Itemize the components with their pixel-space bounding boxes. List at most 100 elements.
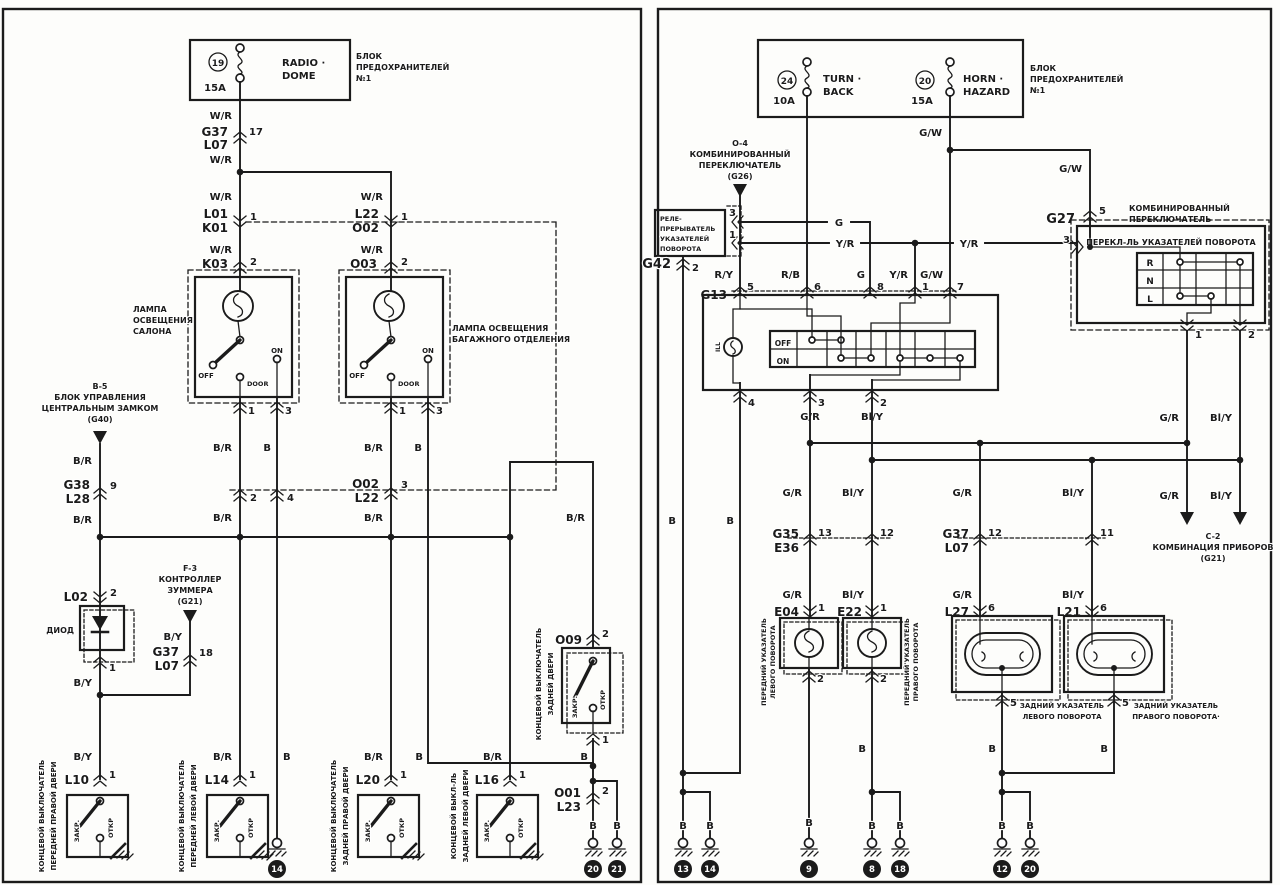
wire-label: B [415, 752, 423, 763]
switch-pos-door: DOOR [247, 380, 268, 388]
pin-number: 6 [1100, 603, 1107, 614]
component-label: КОНЦЕВОЙ ВЫКЛЮЧАТЕЛЬ [37, 760, 46, 873]
connector-label: L02 [64, 590, 88, 604]
connector-l22-o02-1: L22 O02 1 [351, 206, 409, 236]
component-label: ПЕРЕКЛЮЧАТЕЛЬ [699, 161, 781, 170]
component-label: КОНЦЕВОЙ ВЫКЛЮЧАТЕЛЬ [329, 760, 338, 873]
connector-label: O02 [352, 221, 379, 235]
feed-arrow-icon [93, 431, 107, 444]
wire-label: B/R [364, 443, 383, 454]
pin-number: 3 [401, 480, 408, 491]
wire-label: W/R [361, 245, 384, 256]
connector-label: G42 [642, 257, 671, 272]
switch-pos-on: ON [271, 347, 283, 355]
door-switch-l10: L10 1 ЗАКР. ОТКР КОНЦЕВОЙ ВЫКЛЮЧАТЕЛЬ ПЕ… [36, 759, 133, 873]
wire-label: Bl/Y [1210, 413, 1233, 424]
wire-label: B [896, 821, 904, 832]
connector-o02-l22-3: O02 L22 3 [351, 476, 409, 506]
component-label: (G40) [87, 415, 112, 424]
pin-number: 1 [109, 663, 116, 674]
door-switch-l20: L20 1 ЗАКР. ОТКР КОНЦЕВОЙ ВЫКЛЮЧАТЕЛЬ ЗА… [328, 759, 424, 873]
switch-pos-off: OFF [349, 372, 365, 380]
pin-number: 6 [988, 603, 995, 614]
connector-label: K01 [202, 221, 228, 235]
pin-number: 3 [818, 398, 825, 409]
switch-pos-open: ОТКР [517, 818, 525, 838]
connector-label: L22 [355, 207, 379, 221]
component-label: ПЕРЕДНИЙ УКАЗАТЕЛЬ [902, 618, 911, 706]
pin-number: 2 [401, 257, 408, 268]
rear-left-turn-indicator-l27: L27 6 5 ЗАДНИЙ УКАЗАТЕЛЬ ЛЕВОГО ПОВОРОТА… [944, 602, 1115, 878]
switch-pos-closed: ЗАКР. [364, 820, 372, 842]
pin-number: 4 [748, 398, 755, 409]
component-label: КОМБИНИРОВАННЫЙ [690, 148, 791, 159]
wire-label: B [1100, 744, 1108, 755]
front-right-turn-indicator-e22: E22 1 2 ПЕРЕДНИЙ УКАЗАТЕЛЬ ПРАВОГО ПОВОР… [836, 602, 921, 878]
wire-label: Y/R [959, 239, 979, 250]
switch-pos-open: ОТКР [398, 818, 406, 838]
instrument-cluster-outputs: G/R Bl/Y G/R Bl/Y C-2 КОМБИНАЦИЯ ПРИБОРО… [1151, 330, 1275, 564]
pin-number: 2 [880, 398, 887, 409]
wire-label: Bl/Y [1062, 590, 1085, 601]
pin-number: 2 [880, 674, 887, 685]
connector-label: G27 [1046, 212, 1075, 227]
indicator-lamp-icon [778, 616, 840, 670]
wire-label: B [868, 821, 876, 832]
hazard-switch-block: ILL OFF ON [701, 293, 1000, 392]
wire-label: Bl/Y [1062, 488, 1085, 499]
door-switch-l16: L16 1 ЗАКР. ОТКР КОНЦЕВОЙ ВЫКЛ-ЛЬ ЗАДНЕЙ… [448, 768, 543, 864]
component-label: ОСВЕЩЕНИЯ [133, 316, 193, 325]
connector-label: E22 [837, 605, 862, 619]
switch-pos-closed: ЗАКР. [213, 820, 221, 842]
connector-label: G37 [201, 125, 228, 139]
connector-g37-l07-right: G37 L07 12 11 [941, 526, 1115, 556]
component-label: КОНТРОЛЛЕР [159, 575, 222, 584]
ground-icon [701, 837, 720, 857]
output-arrow-icon [1180, 512, 1194, 525]
switch-pos-on: ON [422, 347, 434, 355]
fuse-name: BACK [823, 87, 855, 98]
pin-number: 3 [436, 406, 443, 417]
connector-label: L20 [356, 773, 380, 787]
pin-number: 8 [877, 282, 884, 293]
ground-badge-number: 9 [806, 865, 812, 875]
wire-label: Bl/Y [842, 488, 865, 499]
wire-label: B/Y [73, 752, 92, 763]
fusebox-label: БЛОК [1030, 64, 1057, 73]
wire-label: G [835, 218, 843, 229]
component-label: КОНЦЕВОЙ ВЫКЛ-ЛЬ [449, 773, 458, 860]
indicator-lamp-icon [1062, 614, 1166, 694]
indicator-lamp-icon [841, 616, 903, 670]
turn-signal-flasher-relay: РЕЛЕ- ПРЕРЫВАТЕЛЬ УКАЗАТЕЛЕЙ ПОВОРОТА 3 … [641, 205, 744, 275]
ground-badge-number: 13 [677, 865, 689, 875]
row-n-label: N [1146, 277, 1154, 287]
wire-label: B [589, 821, 597, 832]
connector-k03-2: K03 2 [201, 256, 258, 274]
pin-number: 1 [880, 603, 887, 614]
connector-label: L22 [355, 491, 379, 505]
connector-label: O01 [554, 786, 581, 800]
ground-icon [1021, 837, 1040, 857]
ground-icon [674, 837, 693, 857]
wire-label: B [613, 821, 621, 832]
pin-number: 17 [249, 127, 263, 138]
right-page-turn-hazard-circuit: 24 10A TURN · BACK 20 15A HORN · HAZARD … [641, 38, 1275, 878]
page-borders [1, 7, 1273, 884]
fuse-rating: 15A [911, 96, 933, 107]
wire-label: Y/R [835, 239, 855, 250]
wire-label: W/R [210, 111, 233, 122]
pin-number: 12 [880, 528, 894, 539]
ground-badge-number: 20 [1024, 865, 1036, 875]
fuse-block-right: 24 10A TURN · BACK 20 15A HORN · HAZARD … [756, 38, 1124, 119]
pin-number: 1 [818, 603, 825, 614]
pin-number: 3 [1063, 235, 1070, 246]
ground-icon [891, 837, 910, 857]
wire-label: G/R [1159, 413, 1179, 424]
ground-icon [584, 837, 603, 857]
connector-label: L28 [66, 492, 90, 506]
wire-label: G/R [952, 488, 972, 499]
connector-label: L10 [65, 773, 89, 787]
wire-label: B [1026, 821, 1034, 832]
connector-l01-k01-1: L01 K01 1 [201, 206, 258, 236]
